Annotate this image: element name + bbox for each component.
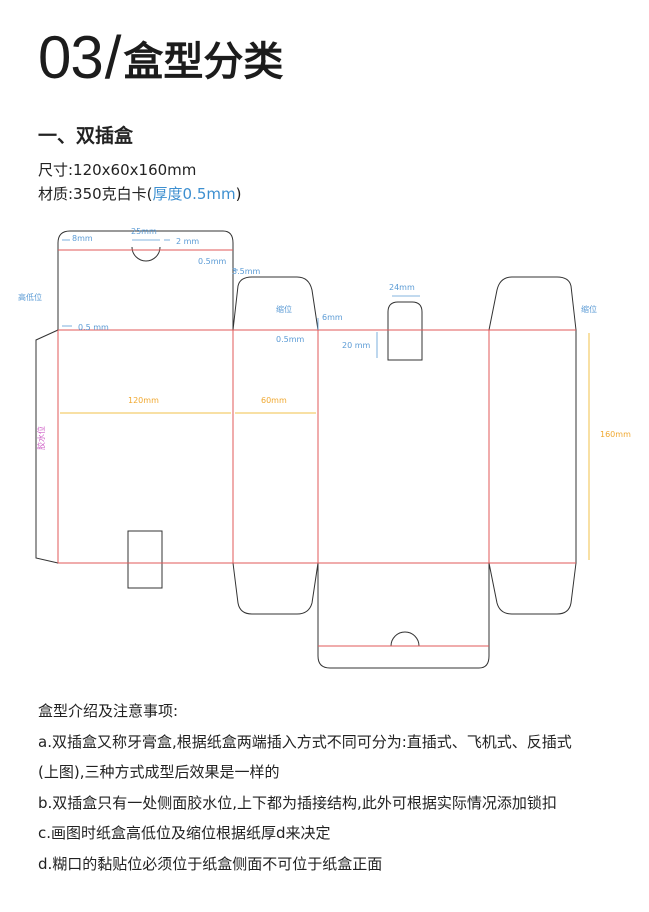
dust-flap-top-right [488, 276, 577, 331]
title-text: 盒型分类 [123, 39, 284, 85]
dieline-outline [35, 230, 577, 669]
spec-material: 材质:350克白卡(厚度0.5mm) [38, 183, 242, 204]
dim-0-5mm-left: 0.5 mm [78, 323, 109, 332]
shrink-label-left: 缩位 [276, 304, 292, 314]
dimension-lines [62, 239, 420, 358]
size-60mm: 60mm [261, 396, 287, 405]
title-number: 03 [38, 24, 104, 91]
dim-0-5mm-mid: 0.5mm [276, 335, 305, 344]
page-title: 03 / 盒型分类 [38, 18, 283, 88]
top-tuck-flap [57, 230, 234, 330]
dieline-diagram: 8mm 25mm 2 mm 0.5mm 3.5mm 24mm 0.5 mm 6m… [18, 227, 631, 669]
note-c: c.画图时纸盒高低位及缩位根据纸厚d来决定 [38, 824, 331, 842]
dim-25mm: 25mm [131, 227, 157, 236]
note-a1: a.双插盒又称牙膏盒,根据纸盒两端插入方式不同可分为:直插式、飞机式、反插式 [38, 732, 572, 751]
glue-label: 胶水位 [36, 426, 46, 450]
dim-24mm: 24mm [389, 283, 415, 292]
title-slash: / [104, 24, 122, 91]
size-labels: 120mm 60mm 160mm [128, 396, 631, 439]
lock-slot-bottom [127, 530, 163, 589]
dim-2mm: 2 mm [176, 237, 199, 246]
notes-block: 盒型介绍及注意事项: a.双插盒又称牙膏盒,根据纸盒两端插入方式不同可分为:直插… [38, 696, 643, 879]
dimension-labels: 8mm 25mm 2 mm 0.5mm 3.5mm 24mm 0.5 mm 6m… [18, 227, 597, 350]
notes-heading: 盒型介绍及注意事项: [38, 702, 179, 720]
top-thumb-notch [131, 246, 161, 262]
spec-thickness: 厚度0.5mm [152, 185, 236, 203]
spec-material-suffix: ) [235, 185, 242, 203]
dim-0-5mm-top: 0.5mm [198, 257, 227, 266]
dust-flap-bottom-right [488, 562, 577, 615]
note-a2: (上图),三种方式成型后效果是一样的 [38, 763, 280, 781]
dust-flap-top-left [232, 276, 319, 331]
dim-6mm: 6mm [322, 313, 343, 322]
size-120mm: 120mm [128, 396, 159, 405]
bottom-thumb-notch [390, 631, 420, 647]
crease-lines [57, 249, 576, 647]
glue-flap [35, 329, 59, 564]
dim-3-5mm: 3.5mm [232, 267, 261, 276]
size-lines [60, 333, 590, 560]
bottom-tuck-flap [317, 563, 490, 669]
section-title: 一、双插盒 [38, 125, 134, 147]
body-outline [57, 329, 577, 564]
note-b: b.双插盒只有一处侧面胶水位,上下都为插接结构,此外可根据实际情况添加锁扣 [38, 793, 557, 812]
dim-8mm: 8mm [72, 234, 93, 243]
dim-20mm: 20 mm [342, 341, 371, 350]
dust-flap-bottom-left [232, 562, 319, 615]
shrink-label-right: 缩位 [581, 304, 597, 314]
spec-material-prefix: 材质:350克白卡( [38, 185, 153, 203]
high-low-label: 高低位 [18, 292, 42, 302]
lock-slot [387, 301, 423, 361]
spec-size: 尺寸:120x60x160mm [38, 161, 197, 179]
note-d: d.糊口的黏贴位必须位于纸盒侧面不可位于纸盒正面 [38, 854, 383, 873]
size-160mm: 160mm [600, 430, 631, 439]
